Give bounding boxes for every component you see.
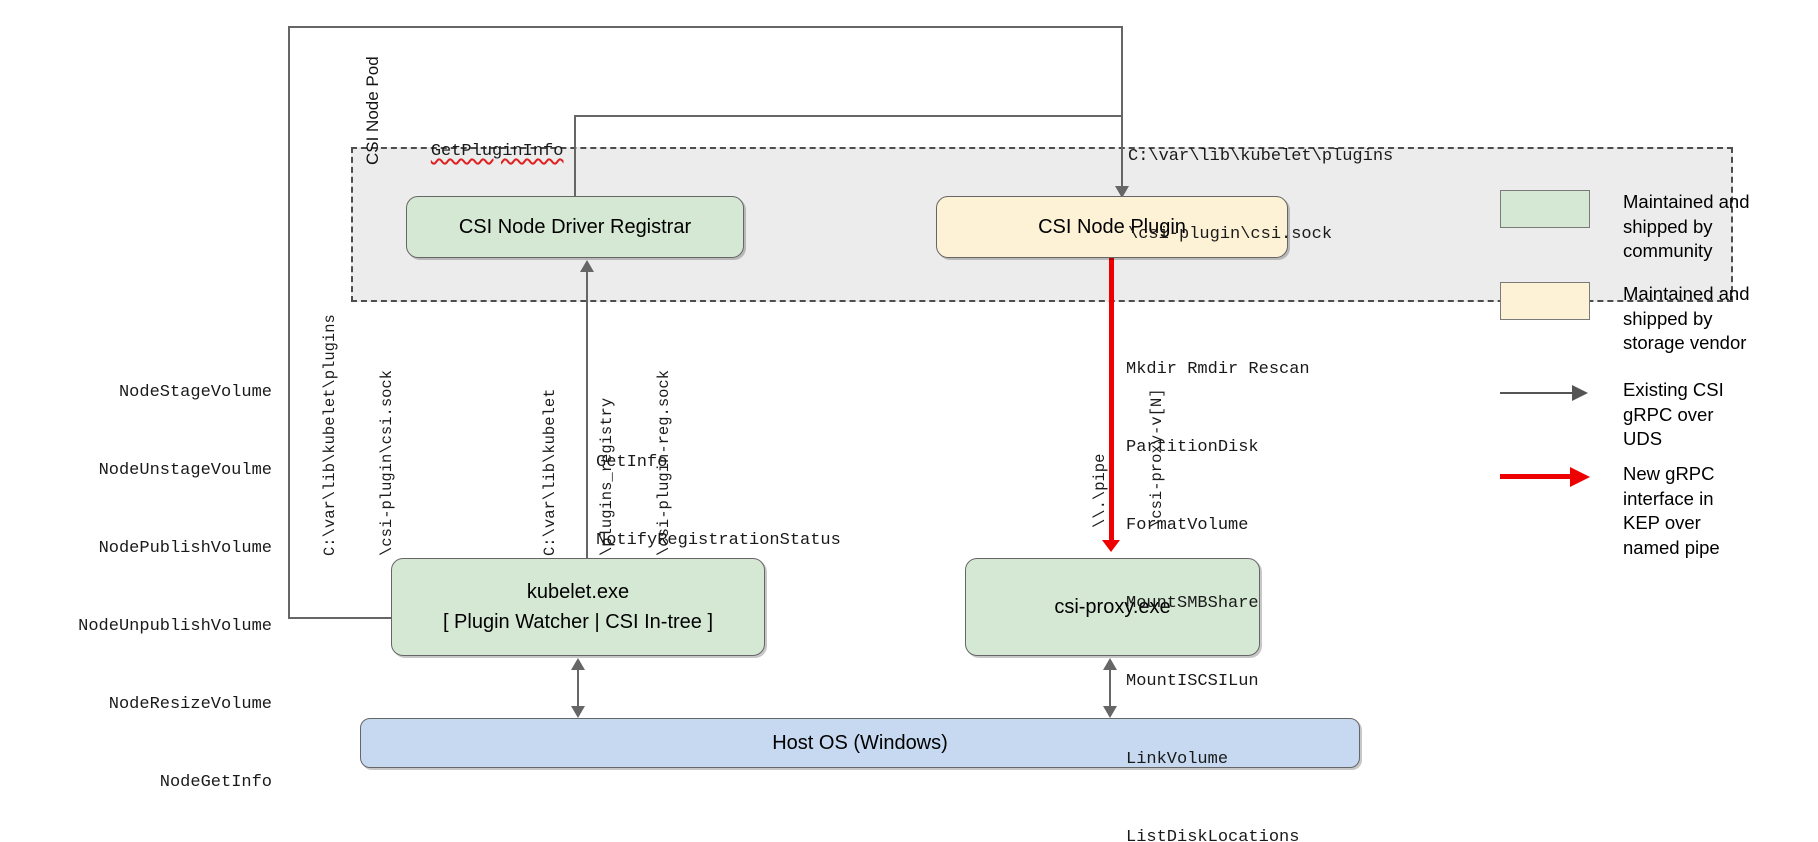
legend-arrow-red-head — [1570, 467, 1590, 487]
box-csi-node-driver-registrar-label: CSI Node Driver Registrar — [458, 216, 692, 238]
legend-label-storage-vendor: Maintained and shipped by storage vendor — [1623, 283, 1750, 353]
legend-arrow-red-icon — [1500, 467, 1590, 488]
box-csi-proxy-exe[interactable]: csi-proxy.exe — [965, 558, 1260, 656]
arrowhead-hostos-down-left — [571, 706, 585, 718]
csi-node-pod-label: CSI Node Pod — [363, 56, 382, 165]
arrowhead-into-registrar — [580, 260, 594, 272]
label-named-pipe-path-line1: \\.\pipe — [1091, 453, 1109, 528]
legend-arrow-red-line — [1500, 474, 1574, 479]
box-host-os-label: Host OS (Windows) — [772, 732, 948, 754]
legend-label-community: Maintained and shipped by community — [1623, 191, 1750, 261]
proxy-operation-item: MountISCSILun — [1126, 672, 1259, 691]
proxy-operation-item: MountSMBShare — [1126, 594, 1259, 613]
arrowhead-csiproxy-up — [1103, 658, 1117, 670]
label-getplugininfo: GetPluginInfo — [390, 113, 564, 191]
label-plugin-socket-path-line1: C:\var\lib\kubelet\plugins — [1128, 147, 1394, 166]
label-kubelet-csi-socket-path: C:\var\lib\kubelet\plugins \csi-plugin\c… — [283, 314, 435, 556]
box-kubelet-exe-sublabel: [ Plugin Watcher | CSI In-tree ] — [442, 611, 714, 633]
connector-kubelet-to-registrar — [586, 272, 588, 558]
legend-swatch-community-green — [1500, 190, 1590, 228]
legend-item-new-grpc-kep: New gRPC interface in KEP over named pip… — [1500, 462, 1720, 560]
proxy-operation-item: ListDiskLocations — [1126, 828, 1300, 842]
arrowhead-hostos-down-right — [1103, 706, 1117, 718]
proxy-operation-item: LinkVolume — [1126, 750, 1229, 769]
connector-to-node-plugin-vertical — [1121, 26, 1123, 192]
connector-kubelet-to-plugin-bottom — [288, 617, 393, 619]
legend-label-existing-csi-grpc: Existing CSI gRPC over UDS — [1623, 379, 1724, 449]
registration-operations-list: GetInfo NotifyRegistrationStatus — [596, 398, 841, 606]
proxy-operation-item: Mkdir Rmdir Rescan — [1126, 360, 1310, 379]
legend-label-new-grpc-kep: New gRPC interface in KEP over named pip… — [1623, 463, 1720, 558]
connector-csiproxy-hostos — [1109, 668, 1111, 716]
legend-arrow-gray-icon — [1500, 384, 1590, 404]
label-registry-socket-path-line1: C:\var\lib\kubelet — [541, 388, 559, 556]
proxy-operation-item: PartitionDisk — [1126, 438, 1259, 457]
node-operation-item: NodeUnpublishVolume — [78, 617, 272, 636]
box-csi-proxy-exe-label: csi-proxy.exe — [1054, 596, 1171, 618]
node-operation-item: NodeResizeVolume — [108, 695, 272, 714]
arrowhead-into-node-plugin — [1115, 186, 1129, 198]
label-getplugininfo-text: GetPluginInfo — [430, 142, 564, 161]
legend-item-storage-vendor: Maintained and shipped by storage vendor — [1500, 282, 1750, 356]
node-operation-item: NodeUnstageVoulme — [98, 461, 272, 480]
arrowhead-into-csiproxy — [1102, 540, 1120, 552]
proxy-operation-item: FormatVolume — [1126, 516, 1249, 535]
node-operations-list: NodeStageVolume NodeUnstageVoulme NodePu… — [0, 328, 272, 842]
box-kubelet-exe-label: kubelet.exe — [526, 581, 630, 603]
box-kubelet-exe[interactable]: kubelet.exe [ Plugin Watcher | CSI In-tr… — [391, 558, 765, 656]
connector-plugin-to-csiproxy-red — [1109, 258, 1114, 542]
label-kubelet-csi-socket-path-line2: \csi-plugin\csi.sock — [378, 369, 396, 556]
connector-getplugininfo-horizontal — [574, 115, 1122, 117]
connector-kubelet-hostos — [577, 668, 579, 716]
proxy-operations-list: Mkdir Rmdir Rescan PartitionDisk FormatV… — [1126, 305, 1310, 842]
connector-getplugininfo-vertical — [574, 115, 576, 198]
legend-arrow-gray-head — [1572, 385, 1588, 401]
label-plugin-socket-path: C:\var\lib\kubelet\plugins \csi-plugin\c… — [1128, 92, 1393, 300]
legend-item-community: Maintained and shipped by community — [1500, 190, 1750, 264]
box-csi-node-plugin-label: CSI Node Plugin — [1038, 216, 1186, 238]
legend-arrow-gray-line — [1500, 392, 1574, 394]
box-host-os[interactable]: Host OS (Windows) — [360, 718, 1360, 768]
legend-item-existing-csi-grpc: Existing CSI gRPC over UDS — [1500, 378, 1724, 452]
label-kubelet-csi-socket-path-line1: C:\var\lib\kubelet\plugins — [321, 314, 339, 556]
box-csi-node-driver-registrar[interactable]: CSI Node Driver Registrar — [406, 196, 744, 258]
legend-swatch-vendor-yellow — [1500, 282, 1590, 320]
node-operation-item: NodeGetInfo — [159, 773, 272, 792]
connector-kubelet-to-plugin-vertical — [288, 26, 290, 619]
label-plugin-socket-path-line2: \csi-plugin\csi.sock — [1128, 225, 1333, 244]
node-operation-item: NodeStageVolume — [118, 383, 272, 402]
node-operation-item: NodePublishVolume — [98, 539, 272, 558]
registration-operation-item: GetInfo — [596, 453, 668, 472]
connector-kubelet-to-plugin-top — [288, 26, 1122, 28]
box-csi-node-plugin[interactable]: CSI Node Plugin — [936, 196, 1288, 258]
registration-operation-item: NotifyRegistrationStatus — [596, 531, 841, 550]
arrowhead-kubelet-up — [571, 658, 585, 670]
